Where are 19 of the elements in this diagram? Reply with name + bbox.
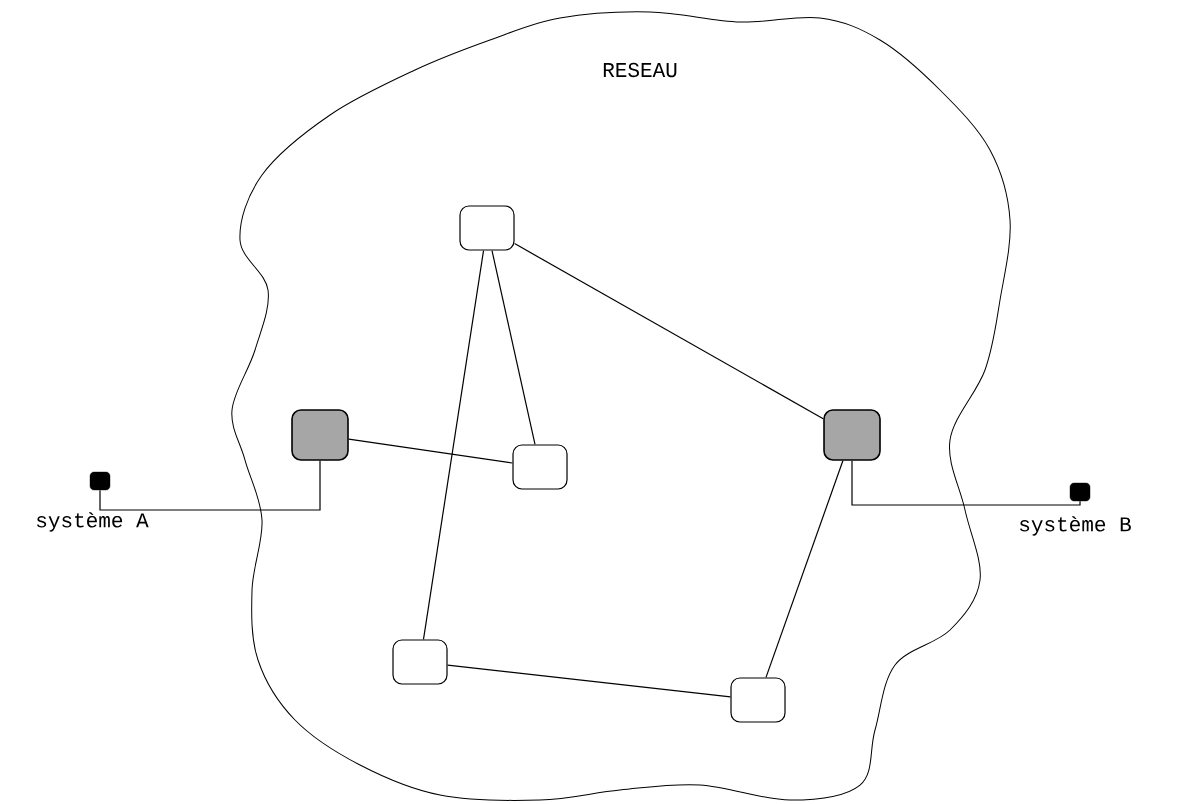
connection-line xyxy=(348,438,513,464)
connection-line xyxy=(447,664,731,698)
node-box xyxy=(512,444,568,490)
terminal-icon xyxy=(89,471,111,491)
connection-line xyxy=(851,460,1081,506)
connection-line xyxy=(99,460,321,511)
node-box xyxy=(730,677,786,723)
connection-line xyxy=(491,250,536,445)
system-label: système A xyxy=(37,512,149,532)
network-cloud: RESEAU xyxy=(231,11,1011,801)
connection-line xyxy=(765,460,844,678)
node-box xyxy=(392,639,448,685)
terminal-icon xyxy=(1069,482,1091,502)
node-box xyxy=(459,205,515,251)
connection-line xyxy=(514,243,824,420)
system-label: système B xyxy=(1020,516,1131,536)
node-box xyxy=(823,409,881,461)
connection-line xyxy=(422,250,485,640)
node-box xyxy=(291,409,349,461)
